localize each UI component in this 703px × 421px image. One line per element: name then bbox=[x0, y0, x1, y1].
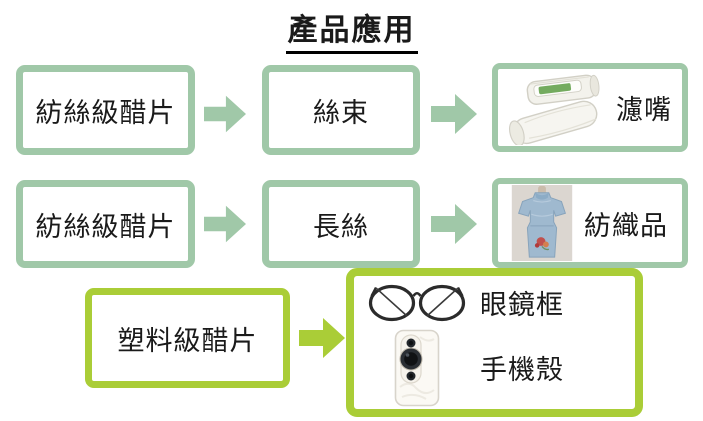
box-spinning-grade-flake-1: 紡絲級醋片 bbox=[16, 65, 195, 155]
box-filter-tip: 濾嘴 bbox=[492, 63, 688, 152]
box-label: 塑料級醋片 bbox=[117, 325, 258, 356]
blue-satin-dress-image bbox=[511, 185, 573, 261]
black-eyeglass-frames-image bbox=[368, 284, 466, 322]
box-plastic-grade-flake: 塑料級醋片 bbox=[85, 288, 290, 388]
box-tow: 絲束 bbox=[262, 65, 420, 155]
product-label: 手機殼 bbox=[480, 355, 564, 385]
filter-tow-roll-image bbox=[508, 74, 600, 145]
phone-row: 手機殼 bbox=[354, 326, 635, 409]
product-label: 紡織品 bbox=[584, 210, 668, 241]
box-label: 紡絲級醋片 bbox=[35, 211, 176, 242]
page-title: 產品應用 bbox=[285, 5, 418, 54]
product-label: 眼鏡框 bbox=[480, 289, 564, 320]
white-marble-phone-image bbox=[394, 329, 440, 406]
right-arrow-icon bbox=[299, 318, 345, 358]
box-label: 絲束 bbox=[313, 97, 369, 128]
right-arrow-icon bbox=[431, 94, 477, 134]
box-textiles: 紡織品 bbox=[492, 178, 688, 268]
box-label: 紡絲級醋片 bbox=[35, 97, 176, 128]
right-arrow-icon bbox=[431, 204, 477, 244]
box-spinning-grade-flake-2: 紡絲級醋片 bbox=[16, 180, 195, 268]
phone-image-cell bbox=[354, 329, 480, 407]
box-label: 長絲 bbox=[313, 211, 369, 242]
product-label: 濾嘴 bbox=[616, 95, 672, 125]
right-arrow-icon bbox=[204, 205, 246, 243]
title-wrap: 產品應用 bbox=[0, 5, 703, 54]
glasses-image-cell bbox=[354, 281, 480, 323]
plastic-products-content: 眼鏡框 bbox=[354, 276, 635, 409]
box-plastic-products: 眼鏡框 bbox=[346, 268, 643, 417]
glasses-row: 眼鏡框 bbox=[354, 278, 635, 326]
right-arrow-icon bbox=[204, 95, 246, 133]
box-filament: 長絲 bbox=[262, 180, 420, 268]
